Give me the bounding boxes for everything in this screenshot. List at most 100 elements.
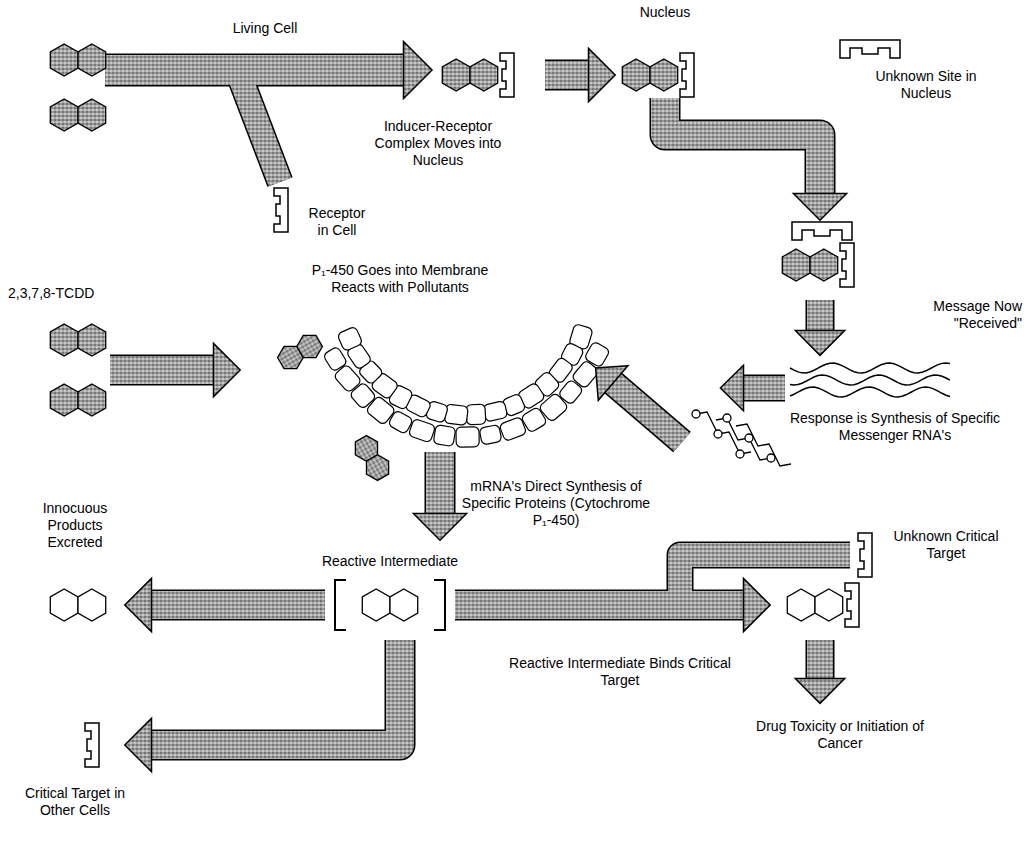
arrow-outline — [545, 60, 590, 91]
molecule — [350, 432, 394, 483]
molecule — [50, 44, 105, 76]
arrow-head — [125, 718, 152, 771]
ring — [390, 589, 418, 621]
ring — [787, 589, 815, 621]
membrane-cell — [479, 425, 502, 446]
ring — [78, 589, 106, 621]
ring — [78, 44, 106, 76]
label: mRNA's Direct Synthesis of Specific Prot… — [458, 478, 654, 528]
ribosome — [745, 434, 753, 442]
arrow-head — [596, 366, 628, 401]
ring — [622, 59, 650, 91]
ring — [470, 59, 498, 91]
label: Unknown Critical Target — [890, 528, 1002, 562]
ring — [78, 99, 106, 131]
molecule — [622, 59, 677, 91]
molecule — [50, 324, 105, 356]
arrow-outline — [238, 72, 280, 182]
arrow-head — [404, 42, 433, 99]
arrow-head — [413, 514, 466, 541]
arrow-outline — [665, 98, 820, 195]
arrow-outline — [150, 590, 325, 621]
membrane-cell — [499, 416, 527, 441]
ring — [810, 249, 838, 281]
arrow-body — [807, 300, 833, 332]
receptor — [840, 243, 854, 287]
arrow-outline — [110, 355, 215, 386]
ring — [50, 44, 78, 76]
label: Response is Synthesis of Specific Messen… — [770, 410, 1020, 444]
arrow-body — [455, 591, 745, 619]
arrow-group — [105, 42, 432, 183]
mrna-wave — [790, 375, 950, 385]
ring — [78, 324, 106, 356]
ring — [50, 324, 78, 356]
ring — [361, 452, 394, 484]
arrow-outline — [150, 640, 400, 745]
arrow-group — [596, 366, 682, 442]
bracket — [335, 580, 445, 630]
ring — [294, 330, 326, 363]
arrow-body — [742, 376, 785, 400]
ring — [362, 589, 390, 621]
arrow-group — [125, 640, 400, 772]
ribosome — [714, 430, 722, 438]
ring — [78, 384, 106, 416]
label: Reactive Intermediate Binds Critical Tar… — [490, 655, 750, 689]
arrow-body — [545, 61, 590, 89]
label: P₁-450 Goes into Membrane Reacts with Po… — [290, 262, 510, 296]
label: Nucleus — [615, 4, 715, 21]
ribosome — [736, 450, 744, 458]
arrow-body — [105, 55, 405, 85]
ring — [442, 59, 470, 91]
molecule — [274, 330, 325, 374]
arrow-head — [795, 679, 844, 704]
arrow-head — [214, 343, 241, 396]
nuclear-site — [840, 40, 900, 58]
receptor — [500, 53, 514, 97]
label: Drug Toxicity or Initiation of Cancer — [740, 718, 940, 752]
arrow-body — [150, 591, 325, 619]
arrow-head — [795, 331, 844, 356]
membrane-cell — [483, 401, 508, 423]
ribosome — [723, 414, 731, 422]
molecule — [787, 589, 842, 621]
molecule — [50, 384, 105, 416]
arrow-outline — [425, 452, 456, 515]
mrna-strand — [736, 424, 791, 466]
membrane — [323, 324, 611, 448]
label: Message Now "Received" — [896, 298, 1022, 332]
arrow-group — [110, 343, 240, 396]
arrow-head — [744, 578, 771, 631]
molecule — [50, 99, 105, 131]
ribosome — [767, 454, 775, 462]
receptor — [85, 723, 99, 767]
molecule — [442, 59, 497, 91]
ring — [50, 99, 78, 131]
label: 2,3,7,8-TCDD — [8, 285, 128, 302]
arrow-group — [795, 300, 844, 355]
membrane-cell — [466, 404, 486, 425]
receptor — [845, 583, 859, 627]
arrow-group — [413, 452, 466, 540]
arrow-outline — [806, 300, 835, 332]
ring — [815, 589, 843, 621]
receptor — [858, 533, 872, 577]
arrow-group — [125, 578, 325, 631]
receptor — [680, 53, 694, 97]
arrow-head — [589, 48, 616, 101]
arrow-group — [665, 98, 847, 220]
arrow-group — [795, 640, 844, 703]
ring — [782, 249, 810, 281]
label: Receptor in Cell — [302, 205, 372, 239]
receptor — [274, 188, 288, 232]
arrow-head — [793, 194, 846, 221]
arrow-outline — [742, 375, 785, 402]
arrow-body — [807, 640, 833, 680]
label: Living Cell — [205, 20, 325, 37]
arrow-body — [612, 382, 682, 442]
arrow-outline — [806, 640, 835, 680]
arrow-group — [455, 555, 850, 632]
arrow-body — [150, 640, 400, 745]
membrane-cell — [337, 326, 363, 351]
